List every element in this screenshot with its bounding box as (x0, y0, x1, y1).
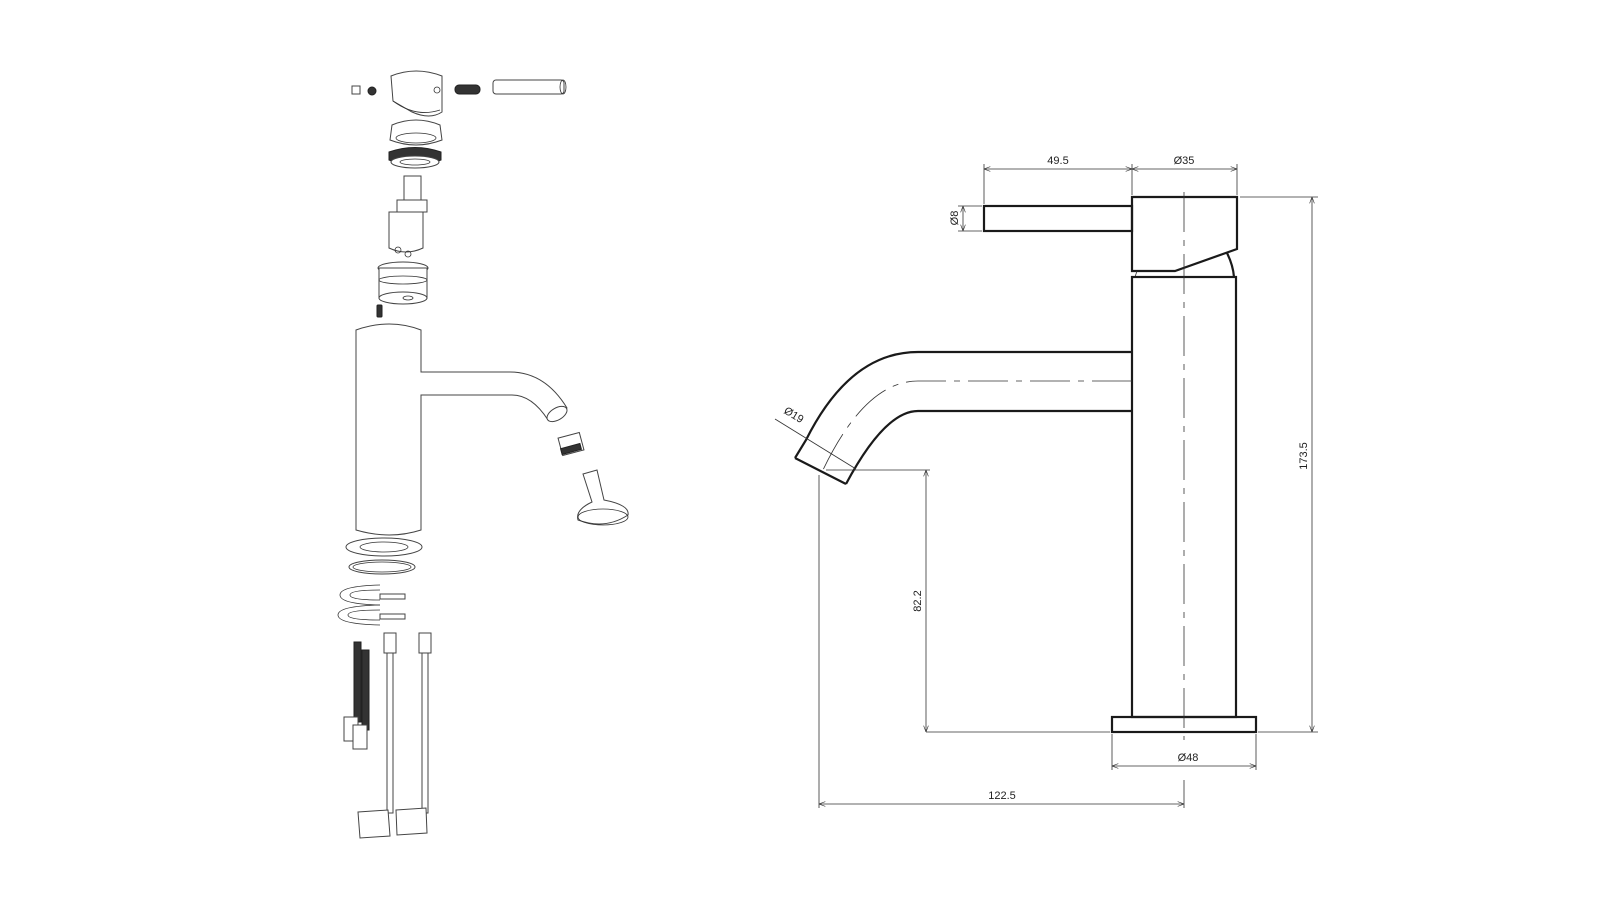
dimension-spout-reach: 122.5 (818, 475, 1185, 808)
dimension-spout-height: 82.2 (826, 469, 1110, 733)
spout-inner (845, 409, 1132, 485)
spout-end-face (794, 457, 847, 485)
threaded-studs-part (343, 641, 370, 750)
dimension-total-height: 173.5 (1240, 196, 1318, 733)
dim-label-spout-height: 82.2 (912, 590, 924, 611)
spout-centerline (821, 380, 1132, 473)
side-view: 49.5 Ø35 Ø8 Ø19 173.5 82.2 (774, 155, 1318, 808)
dimension-base-diameter: Ø48 (1111, 734, 1257, 770)
flange-part (577, 469, 629, 526)
dimension-lever-length: 49.5 (983, 155, 1133, 204)
tap-body-part (355, 323, 568, 536)
cap-ring-part (389, 119, 443, 146)
lever-rod (982, 204, 1134, 233)
dim-label-lever-length: 49.5 (1047, 155, 1068, 167)
dim-label-handle-diameter: Ø35 (1174, 155, 1195, 167)
dimension-spout-diameter: Ø19 (774, 405, 857, 470)
aerator-part (557, 431, 585, 457)
valve-seat-part (377, 261, 429, 305)
dim-label-spout-reach: 122.5 (988, 790, 1016, 802)
threaded-ring-part (388, 147, 442, 169)
dim-label-spout-diameter: Ø19 (782, 405, 806, 426)
handle-block (1130, 195, 1239, 273)
base-washer-parts (337, 537, 423, 626)
flexible-hoses-part (357, 632, 432, 839)
spout-outer (794, 350, 1132, 459)
lever-rod-part (492, 79, 567, 95)
dim-label-lever-diameter: Ø8 (949, 211, 961, 226)
pin-part (376, 304, 383, 318)
handle-part (390, 70, 443, 117)
exploded-view (337, 70, 629, 839)
dimension-handle-diameter: Ø35 (1132, 155, 1238, 195)
grub-screw-part (351, 85, 377, 96)
dimension-lever-diameter: Ø8 (949, 205, 982, 232)
dim-label-total-height: 173.5 (1298, 442, 1310, 470)
cartridge-part (388, 175, 428, 258)
dim-label-base-diameter: Ø48 (1178, 752, 1199, 764)
spring-part (454, 84, 481, 95)
